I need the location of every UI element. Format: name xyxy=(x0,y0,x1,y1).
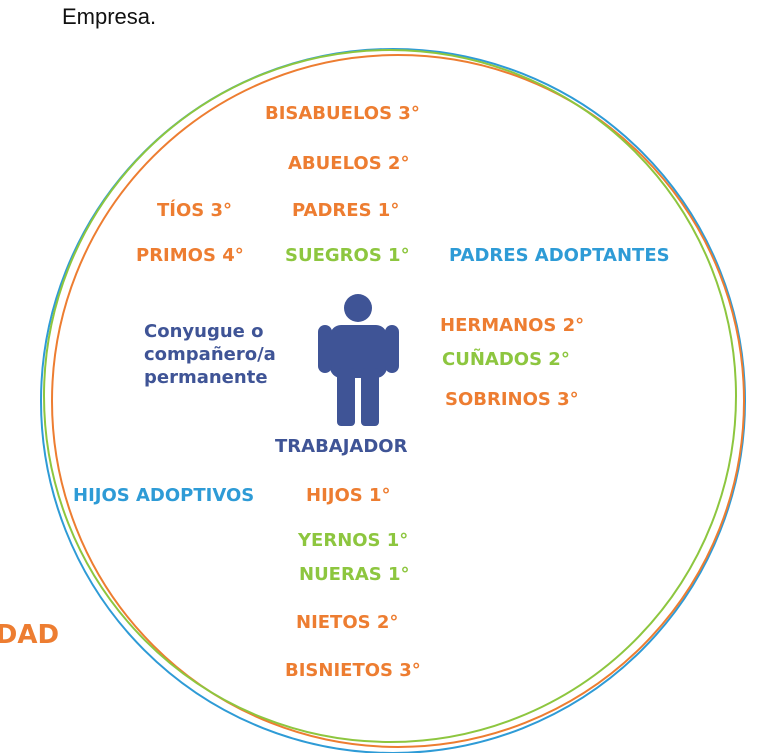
label-bisnietos: BISNIETOS 3° xyxy=(285,660,421,681)
side-word: EDAD xyxy=(0,620,60,650)
label-padres-adoptantes: PADRES ADOPTANTES xyxy=(449,245,670,266)
label-bisabuelos: BISABUELOS 3° xyxy=(265,103,420,124)
worker-label: TRABAJADOR xyxy=(275,436,408,457)
label-tios: TÍOS 3° xyxy=(157,200,233,221)
spouse-line-3: permanente xyxy=(144,367,268,388)
label-suegros: SUEGROS 1° xyxy=(285,245,410,266)
label-hermanos: HERMANOS 2° xyxy=(440,315,585,336)
header-text: Empresa. xyxy=(62,4,157,29)
label-hijos-adoptivos: HIJOS ADOPTIVOS xyxy=(73,485,255,506)
label-sobrinos: SOBRINOS 3° xyxy=(445,389,579,410)
label-hijos: HIJOS 1° xyxy=(306,485,391,506)
spouse-label: Conyugue o compañero/a permanente xyxy=(144,320,276,389)
label-nietos: NIETOS 2° xyxy=(296,612,399,633)
spouse-line-2: compañero/a xyxy=(144,344,276,365)
spouse-line-1: Conyugue o xyxy=(144,321,264,342)
label-nueras: NUERAS 1° xyxy=(299,564,410,585)
person-icon xyxy=(318,294,399,426)
label-primos: PRIMOS 4° xyxy=(136,245,244,266)
label-abuelos: ABUELOS 2° xyxy=(288,153,410,174)
consanguinity-ring xyxy=(51,54,745,748)
label-yernos: YERNOS 1° xyxy=(298,530,409,551)
label-padres: PADRES 1° xyxy=(292,200,400,221)
affinity-ring xyxy=(43,49,737,743)
label-cunados: CUÑADOS 2° xyxy=(442,349,570,370)
